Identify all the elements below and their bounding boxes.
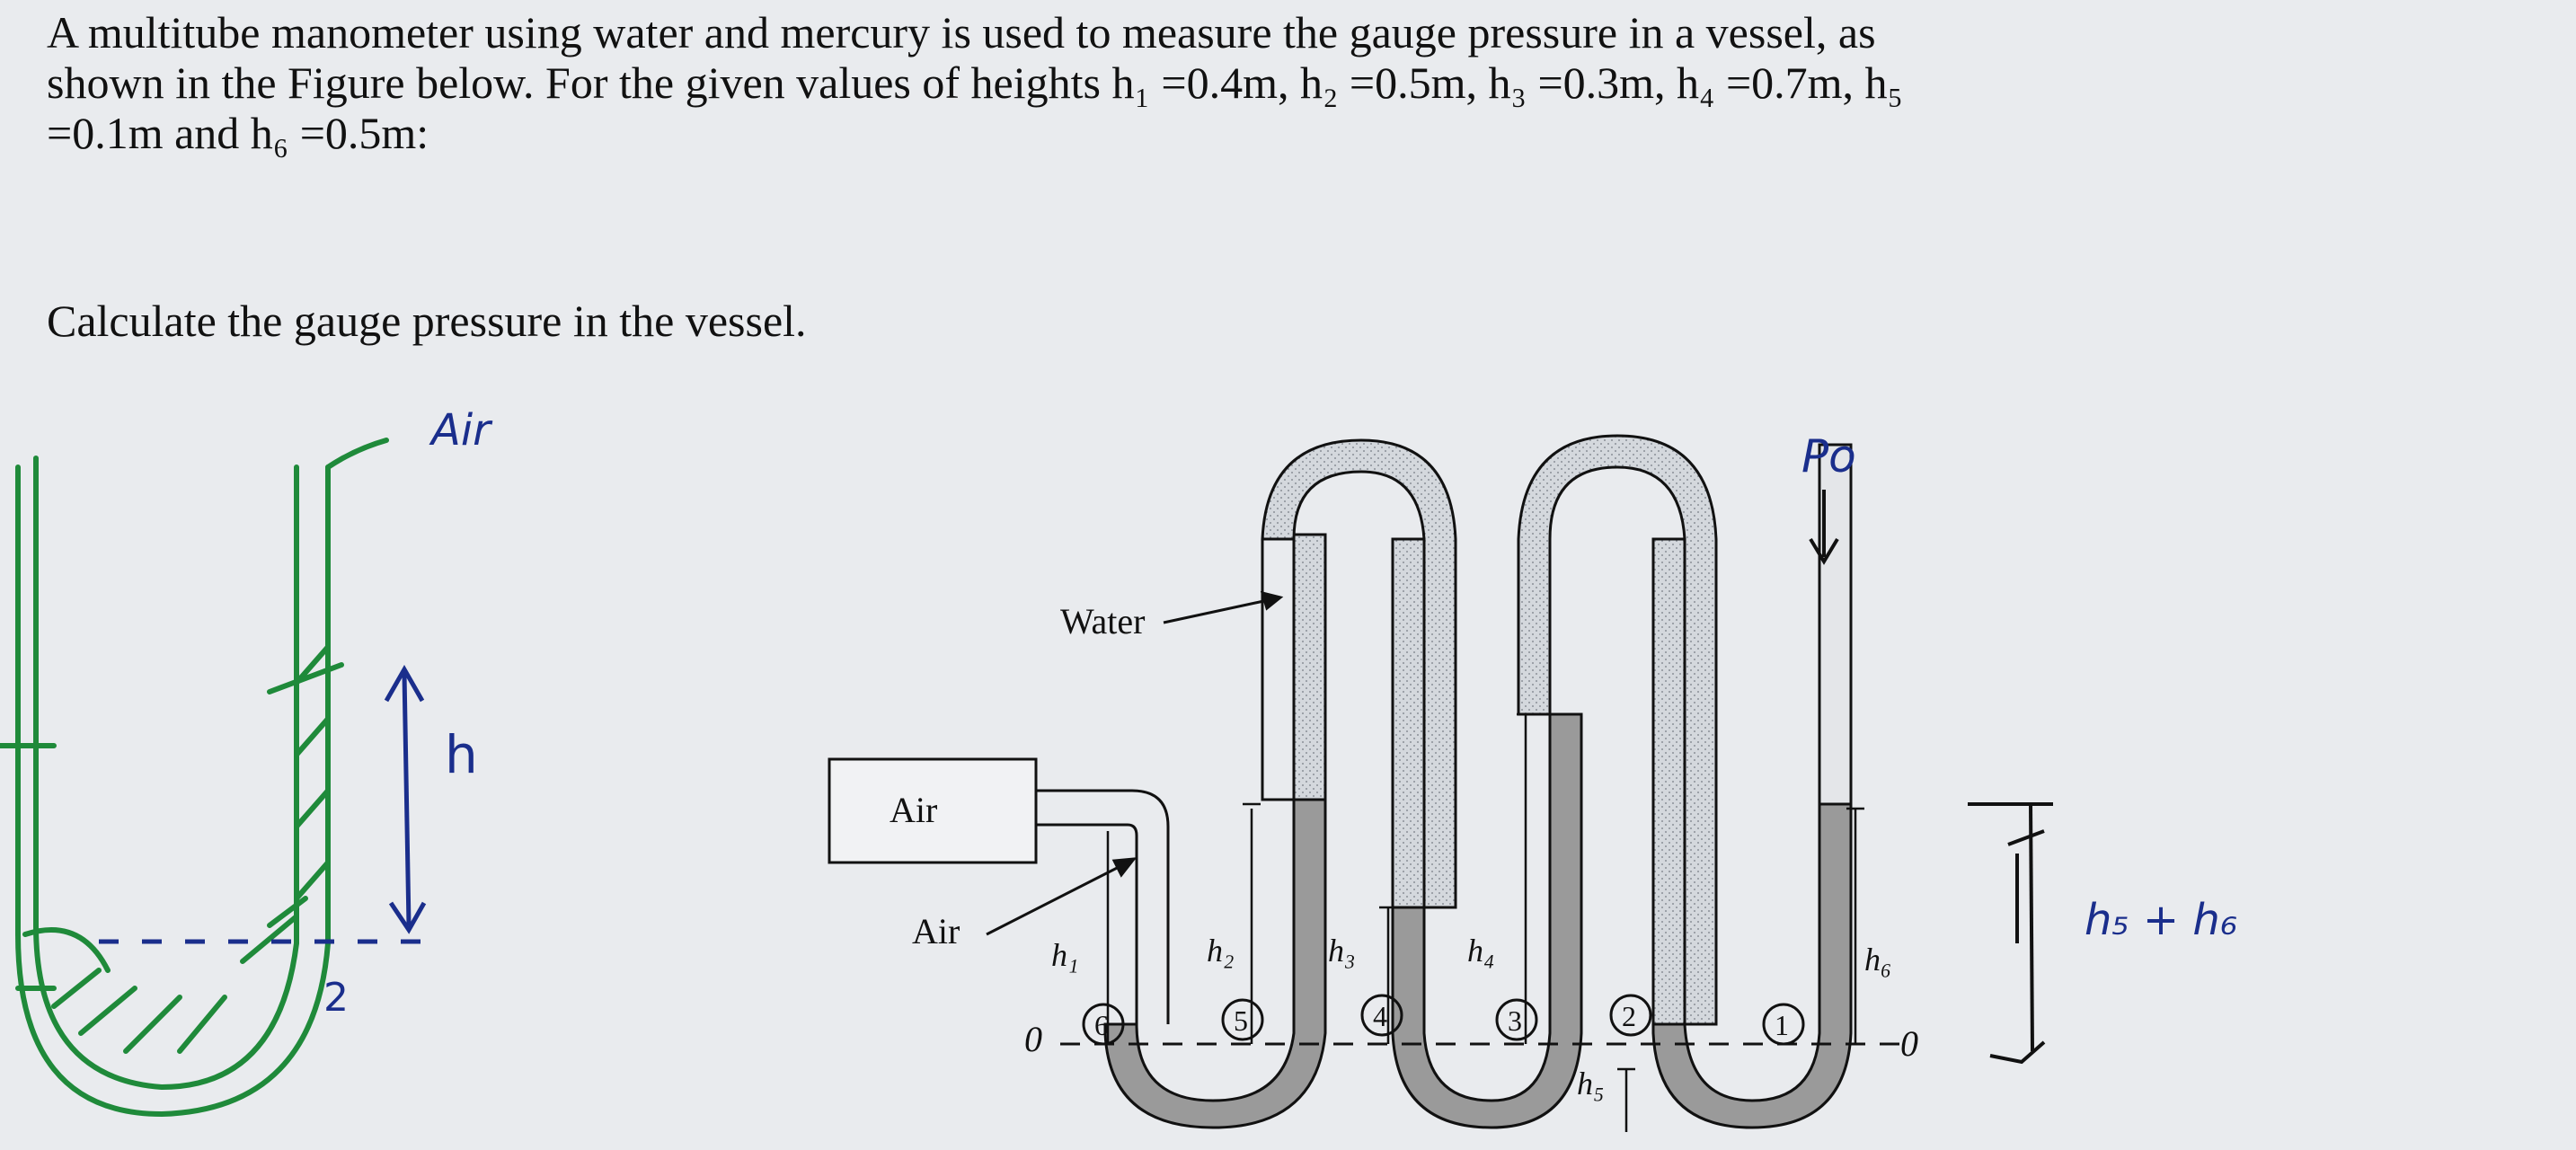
h5-plus-h6-annotation: h₅ + h₆ xyxy=(2085,895,2237,945)
point-6: 6 xyxy=(1094,1009,1109,1041)
air-label: Air xyxy=(912,911,960,951)
problem-statement: A multitube manometer using water and me… xyxy=(47,7,2554,158)
sketch-air-label: Air xyxy=(429,405,493,456)
point-2: 2 xyxy=(1622,1000,1636,1032)
sketch-h-arrow xyxy=(384,664,427,934)
manometer-diagram: Air xyxy=(828,434,1918,1132)
water-arch-1 xyxy=(1261,438,1457,909)
point-1: 1 xyxy=(1775,1009,1789,1041)
air-vessel xyxy=(828,757,1038,864)
water-label: Water xyxy=(1060,601,1146,641)
question-text: Calculate the gauge pressure in the vess… xyxy=(47,296,807,346)
mercury-u-1 xyxy=(1103,798,1327,1129)
sketch-2-label: 2 xyxy=(323,975,349,1021)
p0-arrow xyxy=(1809,490,1839,565)
h2-label: h₂ xyxy=(1207,933,1235,969)
air-vessel-label: Air xyxy=(890,790,937,830)
datum-zero-left: 0 xyxy=(1024,1019,1042,1059)
h3-label: h₃ xyxy=(1328,933,1356,969)
bracket-annotation xyxy=(1968,802,2053,1065)
datum-zero-right: 0 xyxy=(1900,1023,1918,1064)
point-4: 4 xyxy=(1373,1000,1387,1032)
h5-label: h₅ xyxy=(1577,1066,1605,1101)
h6-label: h₆ xyxy=(1864,942,1892,978)
hand-sketch-u-tube xyxy=(0,438,389,1118)
mercury-u-3 xyxy=(1651,802,1853,1129)
mercury-u-2 xyxy=(1391,712,1583,1129)
problem-line-3: =0.1m and h₆ =0.5m: xyxy=(47,108,429,158)
h1-label: h₁ xyxy=(1051,937,1079,973)
p0-annotation: Po xyxy=(1801,430,1856,482)
water-arch-2 xyxy=(1517,434,1718,1026)
sketch-h-label: h xyxy=(445,724,478,785)
point-3: 3 xyxy=(1508,1004,1522,1037)
point-5: 5 xyxy=(1234,1004,1248,1037)
problem-line-2: shown in the Figure below. For the given… xyxy=(47,58,1903,108)
problem-line-1: A multitube manometer using water and me… xyxy=(47,7,1876,58)
h4-label: h₄ xyxy=(1467,933,1495,969)
